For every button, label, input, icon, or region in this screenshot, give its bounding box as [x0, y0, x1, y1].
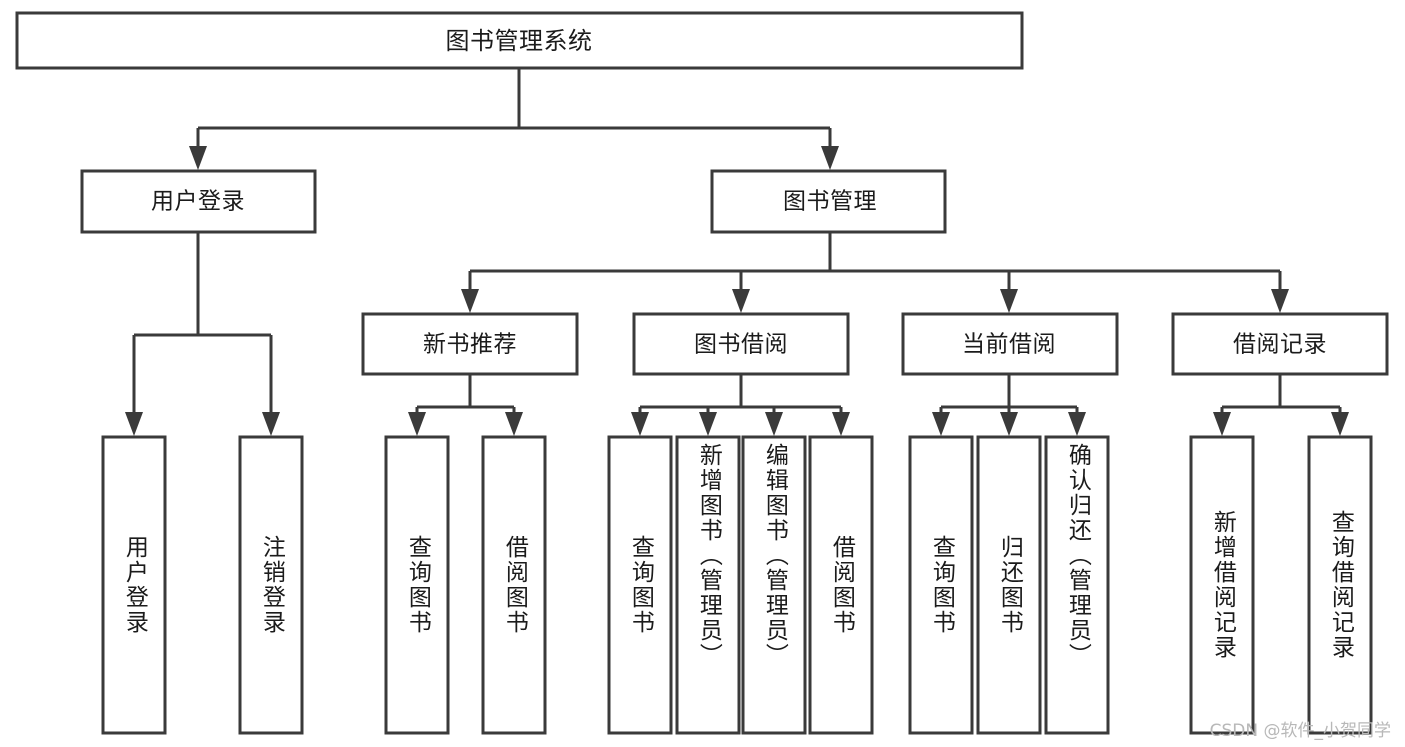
arrow-to-user-login: [189, 146, 207, 170]
node-user-login-label: 用户登录: [151, 189, 245, 215]
leaf-query-book-2-box[interactable]: [607, 435, 673, 735]
arrow-leaf-query-book-1: [408, 412, 426, 436]
arrow-leaf-edit-book: [765, 412, 783, 436]
node-borrow-record-box[interactable]: [1171, 312, 1389, 376]
leaf-borrow-book-1-box[interactable]: [481, 435, 547, 735]
arrow-to-borrow-record: [1271, 289, 1289, 313]
node-book-borrow[interactable]: 图书借阅: [632, 312, 850, 376]
arrow-leaf-confirm-return: [1068, 412, 1086, 436]
node-book-management-box[interactable]: [710, 169, 947, 234]
node-borrow-record[interactable]: 借阅记录: [1171, 312, 1389, 376]
node-book-management[interactable]: 图书管理: [710, 169, 947, 234]
arrow-leaf-borrow-book-2: [832, 412, 850, 436]
node-new-book-recommend-label: 新书推荐: [423, 332, 517, 358]
arrow-leaf-query-book-2: [631, 412, 649, 436]
csdn-watermark: CSDN @软件_小贺同学: [1209, 721, 1391, 741]
node-new-book-recommend[interactable]: 新书推荐: [361, 312, 579, 376]
arrow-leaf-query-record: [1331, 412, 1349, 436]
leaf-add-record-box[interactable]: [1189, 435, 1255, 735]
leaf-edit-book-box[interactable]: [741, 435, 807, 735]
leaf-logout-login-box[interactable]: [238, 435, 304, 735]
node-book-borrow-box[interactable]: [632, 312, 850, 376]
node-book-borrow-label: 图书借阅: [694, 332, 788, 358]
arrow-to-new-book-recommend: [461, 289, 479, 313]
node-current-borrow-box[interactable]: [901, 312, 1119, 376]
leaf-borrow-book-2-box[interactable]: [808, 435, 874, 735]
leaf-confirm-return-box[interactable]: [1044, 435, 1110, 735]
node-new-book-recommend-box[interactable]: [361, 312, 579, 376]
arrow-to-book-management: [821, 146, 839, 170]
arrow-leaf-query-book-3: [932, 412, 950, 436]
leaf-query-book-3-box[interactable]: [908, 435, 974, 735]
node-root[interactable]: 图书管理系统: [15, 11, 1024, 70]
node-root-label: 图书管理系统: [446, 27, 593, 55]
leaf-query-book-1-box[interactable]: [384, 435, 450, 735]
arrow-to-current-borrow: [1000, 289, 1018, 313]
node-root-box[interactable]: [15, 11, 1024, 70]
arrow-leaf-return-book: [1000, 412, 1018, 436]
leaf-box-layer: [101, 435, 1373, 735]
leaf-add-book-box[interactable]: [675, 435, 741, 735]
node-book-management-label: 图书管理: [783, 189, 877, 215]
node-user-login[interactable]: 用户登录: [80, 169, 317, 234]
leaf-user-login-box[interactable]: [101, 435, 167, 735]
node-current-borrow-label: 当前借阅: [962, 332, 1056, 358]
arrow-leaf-add-book: [699, 412, 717, 436]
connector-layer: [125, 68, 1349, 436]
leaf-return-book-box[interactable]: [976, 435, 1042, 735]
node-current-borrow[interactable]: 当前借阅: [901, 312, 1119, 376]
arrow-leaf-user-login: [125, 412, 143, 436]
arrow-leaf-borrow-book-1: [505, 412, 523, 436]
node-borrow-record-label: 借阅记录: [1233, 332, 1327, 358]
arrow-to-book-borrow: [732, 289, 750, 313]
leaf-query-record-box[interactable]: [1307, 435, 1373, 735]
arrow-leaf-logout-login: [262, 412, 280, 436]
node-user-login-box[interactable]: [80, 169, 317, 234]
arrow-leaf-add-record: [1213, 412, 1231, 436]
